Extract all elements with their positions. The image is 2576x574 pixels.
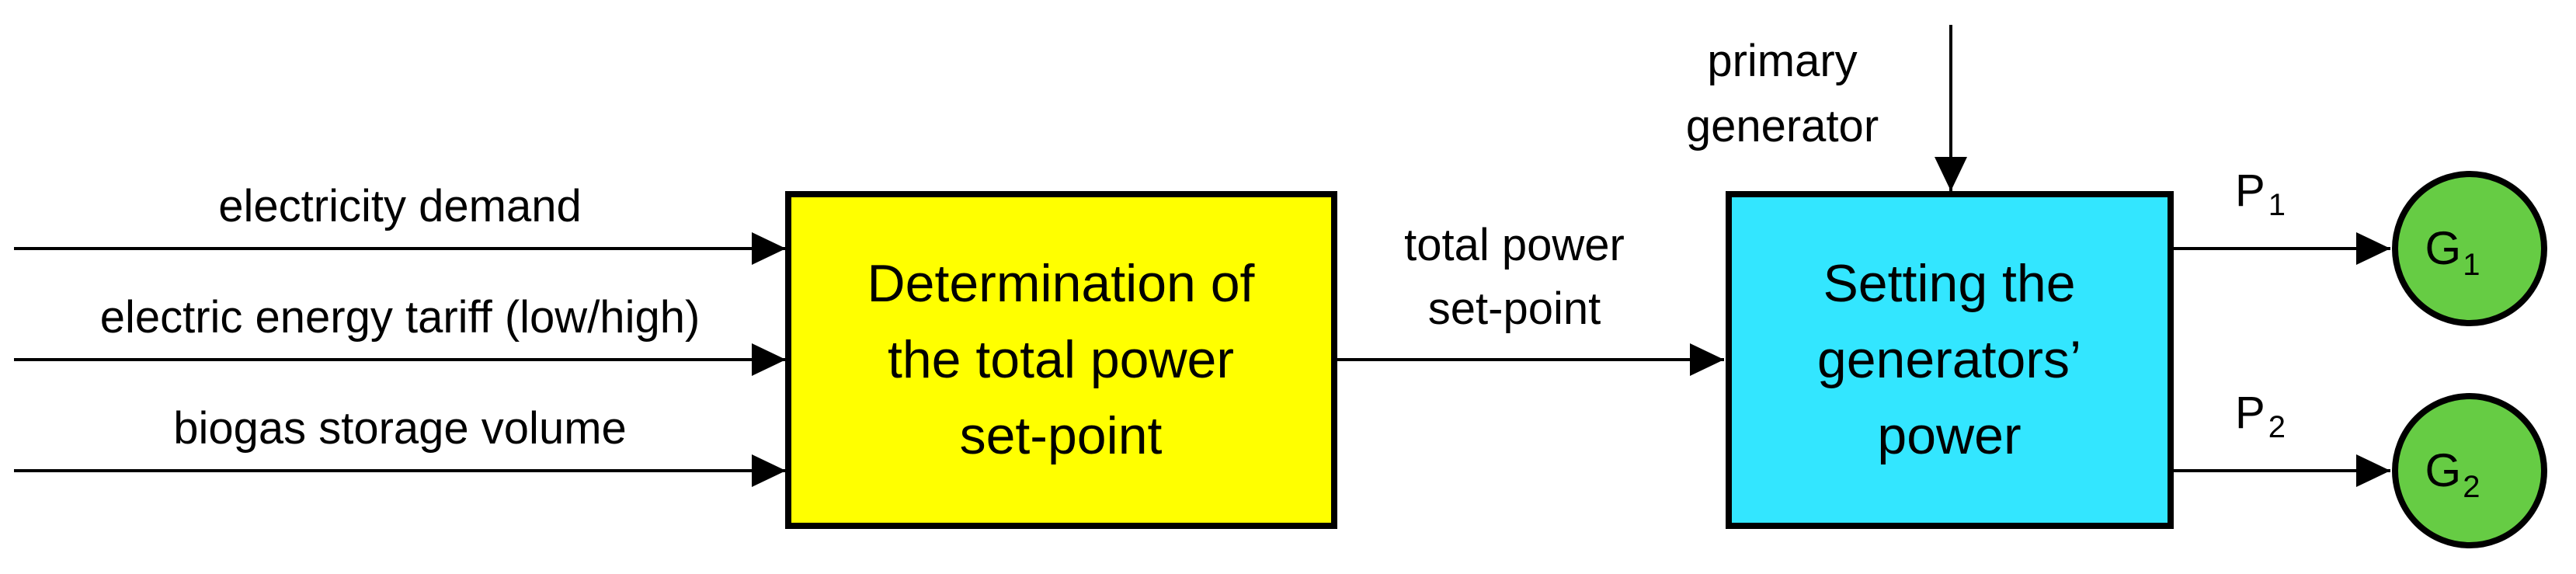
label-energy-tariff: electric energy tariff (low/high) bbox=[100, 292, 700, 343]
determination-block-line-2: the total power bbox=[888, 330, 1234, 389]
label-electricity-demand: electricity demand bbox=[218, 181, 581, 231]
determination-block-line-1: Determination of bbox=[867, 254, 1255, 313]
label-p1-sub: 1 bbox=[2268, 188, 2286, 222]
setting-block-line-3: power bbox=[1877, 406, 2021, 465]
label-p2-sub: 2 bbox=[2268, 410, 2286, 444]
input-arrow-electricity-demand bbox=[14, 232, 786, 265]
label-g1-sub: 1 bbox=[2463, 248, 2480, 282]
label-g1: G1 bbox=[2425, 222, 2480, 282]
label-primary-generator-line-1: primary bbox=[1707, 36, 1857, 86]
generator-g2 bbox=[2392, 393, 2547, 548]
determination-block bbox=[785, 191, 1337, 529]
label-g2-main: G bbox=[2425, 444, 2462, 496]
setting-generators-block bbox=[1726, 191, 2174, 529]
label-total-power-line-2: set-point bbox=[1428, 284, 1601, 334]
total-power-arrow bbox=[1337, 343, 1724, 376]
label-total-power-line-1: total power bbox=[1404, 220, 1625, 270]
input-arrow-energy-tariff bbox=[14, 343, 786, 376]
label-p2-main: P bbox=[2235, 388, 2265, 438]
generator-g1 bbox=[2392, 171, 2547, 326]
setting-block-line-1: Setting the bbox=[1823, 254, 2075, 313]
label-g2: G2 bbox=[2425, 444, 2480, 504]
primary-generator-arrow bbox=[1935, 25, 1967, 191]
label-biogas-volume: biogas storage volume bbox=[173, 403, 627, 454]
output-arrow-p2 bbox=[2174, 454, 2390, 487]
output-arrow-p1 bbox=[2174, 232, 2390, 265]
label-g1-main: G bbox=[2425, 222, 2462, 274]
label-primary-generator-line-2: generator bbox=[1686, 101, 1879, 151]
input-arrow-biogas-volume bbox=[14, 454, 786, 487]
label-g2-sub: 2 bbox=[2463, 470, 2480, 504]
label-p1-main: P bbox=[2235, 165, 2265, 216]
determination-block-line-3: set-point bbox=[960, 406, 1163, 465]
setting-block-line-2: generators’ bbox=[1817, 330, 2081, 389]
